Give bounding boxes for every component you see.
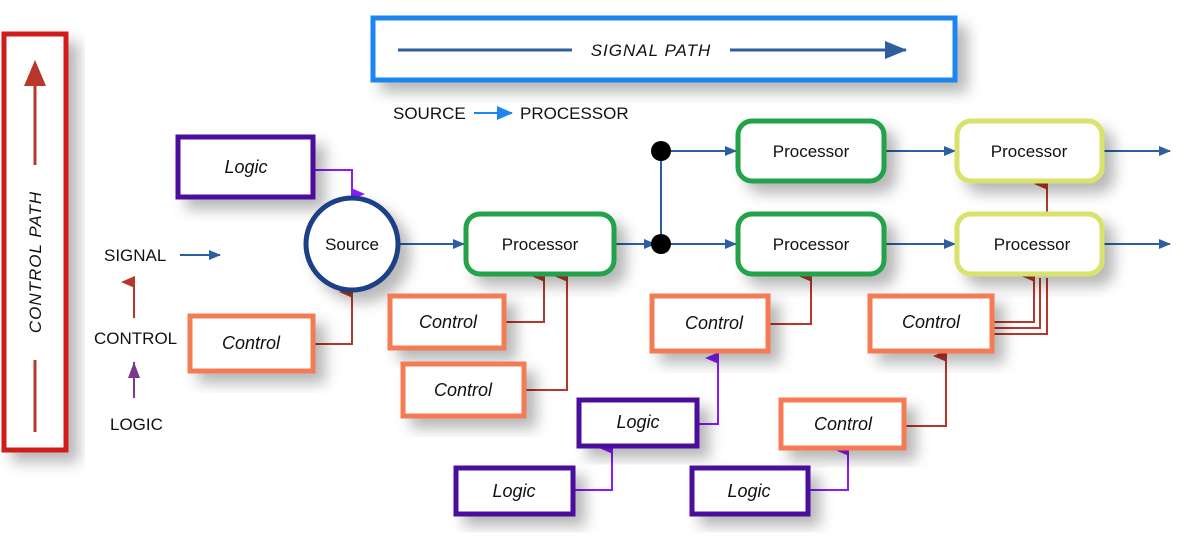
junction-dot-bottom <box>651 234 671 254</box>
processor-top-right: Processor <box>954 118 1105 184</box>
logic-box-l3-label: Logic <box>492 481 535 501</box>
processor-top-mid: Processor <box>735 118 887 184</box>
arrow-up-icon <box>24 60 46 86</box>
control-path-banner: CONTROL PATH <box>1 31 69 453</box>
legend-signal-label: SIGNAL <box>104 246 166 265</box>
legend-logic-label: LOGIC <box>110 415 163 434</box>
control-box-mid-2-label: Control <box>434 380 493 400</box>
control-to-source-line <box>314 286 353 345</box>
logic-to-source-line <box>314 169 365 200</box>
control-path-title: CONTROL PATH <box>26 191 45 333</box>
connections <box>314 146 1171 491</box>
logic-l4-to-control-c5-line <box>810 444 849 491</box>
control-box-c3: Control <box>649 293 771 354</box>
logic-box-top: Logic <box>175 134 316 200</box>
signal-path-banner: SIGNAL PATH <box>370 15 958 83</box>
control-mid2-to-processor-line <box>526 270 568 391</box>
control-c3-to-processor-line <box>769 270 812 325</box>
control-box-left-label: Control <box>222 333 281 353</box>
control-c4-to-processor-line-2 <box>994 278 1041 329</box>
signal-path-title: SIGNAL PATH <box>591 41 712 60</box>
control-box-mid-1: Control <box>387 293 507 351</box>
control-box-c4-label: Control <box>902 312 961 332</box>
logic-box-l4: Logic <box>689 465 811 517</box>
logic-box-l3: Logic <box>453 465 576 517</box>
source-node: Source <box>303 195 401 293</box>
logic-box-top-label: Logic <box>224 157 267 177</box>
logic-box-l4-label: Logic <box>727 481 770 501</box>
legend-control-label: CONTROL <box>94 329 177 348</box>
logic-box-l2: Logic <box>576 397 700 449</box>
processor-bottom-right-label: Processor <box>994 235 1071 254</box>
processor-top-mid-label: Processor <box>773 142 850 161</box>
logic-l3-to-logic-l2-line <box>574 442 613 491</box>
control-box-c3-label: Control <box>685 313 744 333</box>
processor-top-right-label: Processor <box>991 142 1068 161</box>
control-box-mid-2: Control <box>400 361 527 419</box>
processor-bottom-right: Processor <box>954 211 1105 277</box>
source-node-label: Source <box>325 235 379 254</box>
control-box-c4: Control <box>867 293 995 354</box>
junction-dot-top <box>651 141 671 161</box>
logic-box-l2-label: Logic <box>616 412 659 432</box>
control-box-left: Control <box>187 313 316 374</box>
processor-main-label: Processor <box>502 235 579 254</box>
processor-bottom-mid-label: Processor <box>773 235 850 254</box>
processor-main: Processor <box>463 211 617 277</box>
arrow-up-icon <box>128 362 140 378</box>
control-box-c5: Control <box>778 397 907 451</box>
processor-bottom-mid: Processor <box>735 211 887 277</box>
logic-l2-to-control-c3-line <box>698 352 719 425</box>
control-box-mid-1-label: Control <box>419 312 478 332</box>
control-box-c5-label: Control <box>814 414 873 434</box>
control-mid1-to-processor-line <box>506 270 545 323</box>
control-c4-to-processor-line-3 <box>994 278 1048 335</box>
legend-processor-label: PROCESSOR <box>520 104 629 123</box>
legend-source-label: SOURCE <box>393 104 466 123</box>
control-c5-to-control-c4-line <box>906 350 947 427</box>
control-c4-to-processor-line-1 <box>994 270 1035 323</box>
